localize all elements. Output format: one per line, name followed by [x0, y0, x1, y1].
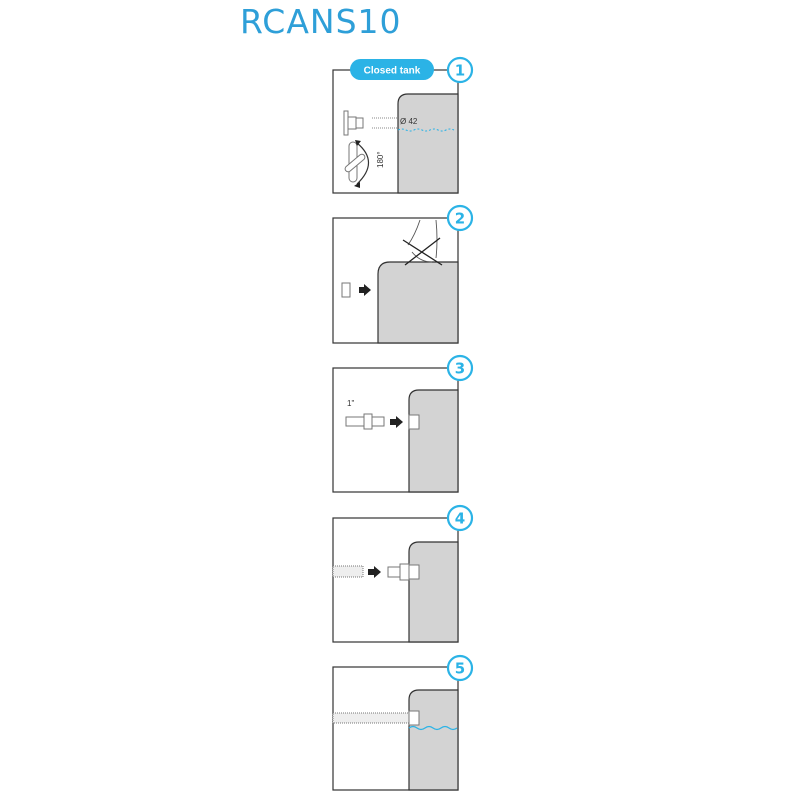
step-2-panel: 2 — [332, 204, 474, 344]
no-hand-icon — [402, 219, 443, 266]
closed-tank-badge — [350, 59, 434, 80]
gasket-part-icon — [341, 282, 351, 298]
step-5-number: 5 — [446, 654, 474, 682]
svg-text:5: 5 — [455, 660, 465, 678]
step-1-number: 1 — [446, 56, 474, 84]
step-1-panel: Closed tank Ø 42 180° 1 — [332, 56, 474, 194]
step-3-number: 3 — [446, 354, 474, 382]
step-3-panel: 1" 3 — [332, 354, 474, 493]
corrugated-hose-icon — [332, 565, 364, 578]
step-4-number: 4 — [446, 504, 474, 532]
closed-tank-label: Closed tank — [364, 66, 421, 77]
connected-hose-icon — [332, 712, 410, 724]
rotation-label: 180° — [376, 151, 385, 168]
arrow-right-icon — [359, 284, 371, 296]
svg-text:2: 2 — [455, 210, 465, 228]
hose-connector-icon — [345, 413, 385, 430]
water-level — [408, 725, 458, 731]
step-2-number: 2 — [446, 204, 474, 232]
flange-part-icon — [343, 110, 364, 136]
product-title: RCANS10 — [240, 2, 402, 41]
step-4-panel: 4 — [332, 504, 474, 643]
arrow-right-icon — [390, 416, 403, 428]
diameter-label: Ø 42 — [400, 117, 418, 126]
connector-installed-icon — [387, 563, 410, 581]
rotate-gasket-icon — [344, 140, 370, 188]
size-label: 1" — [347, 399, 354, 408]
step-5-panel: 5 — [332, 654, 474, 791]
water-level — [397, 128, 455, 132]
svg-text:4: 4 — [455, 510, 465, 528]
svg-text:3: 3 — [455, 360, 465, 378]
arrow-right-icon — [368, 566, 381, 578]
svg-text:1: 1 — [455, 62, 465, 80]
